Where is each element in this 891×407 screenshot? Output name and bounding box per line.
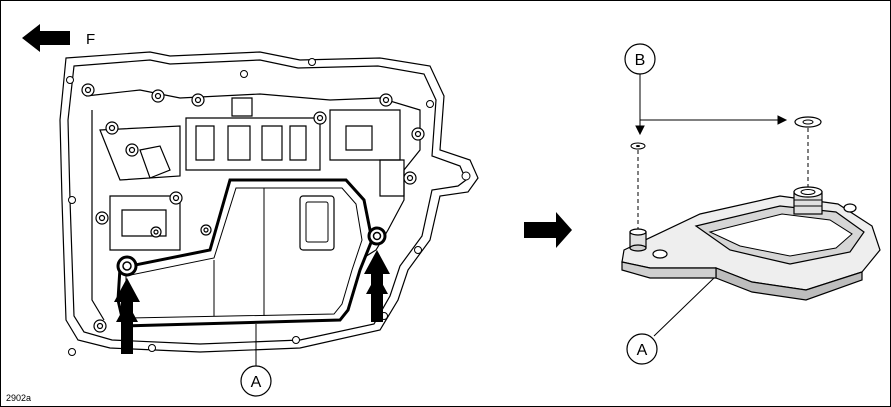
screw-right <box>367 226 387 246</box>
callout-a-right-label: A <box>637 342 648 359</box>
figure-number: 2902a <box>6 393 31 403</box>
callout-a-right-circle <box>626 333 658 365</box>
seal-small-icon <box>630 142 646 150</box>
guide-dashed-lines <box>637 128 809 232</box>
filter-left <box>116 178 374 328</box>
transition-arrow-icon <box>524 212 572 248</box>
callout-a-right-leader <box>653 277 715 337</box>
arrow-up-right-icon <box>364 250 390 322</box>
callout-b-leaders <box>635 74 788 136</box>
forward-label: F <box>86 31 95 48</box>
arrow-up-left-icon <box>114 278 140 354</box>
callout-a-left-label: A <box>251 374 262 391</box>
gasket-holes <box>66 58 471 356</box>
seal-large-icon <box>794 116 822 128</box>
housing-bolts <box>81 83 425 333</box>
filter-right <box>621 186 881 301</box>
screw-left <box>116 255 138 277</box>
valve-body-housing <box>59 51 479 353</box>
callout-b-label: B <box>635 52 646 69</box>
forward-arrow-icon <box>22 24 70 52</box>
callout-a-left-circle <box>240 365 272 397</box>
